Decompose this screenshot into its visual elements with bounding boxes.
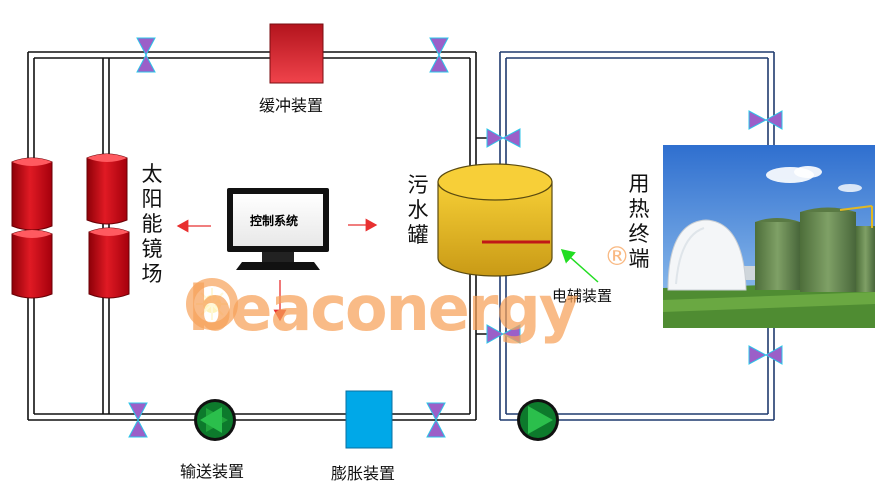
biogas-plant-photo: [663, 145, 875, 328]
pump-icon: [194, 399, 236, 441]
buffer-device: [269, 23, 324, 84]
control-label: 控制系统: [250, 214, 299, 228]
watermark-text: beaconergy: [188, 272, 579, 345]
tank-label: 污水罐: [407, 173, 429, 247]
heat-terminal-label: 用热终端: [628, 172, 650, 271]
transfer-label: 输送装置: [180, 462, 245, 481]
watermark-logo: [186, 278, 238, 330]
valve-icon: [128, 402, 148, 438]
monitor-icon: [227, 188, 329, 270]
valve-icon: [748, 110, 783, 130]
control-signal-arrows: [176, 218, 378, 322]
tank-icon: [437, 163, 553, 277]
expansion-device: [345, 390, 393, 449]
electric-aux-label: 电辅装置: [552, 287, 613, 305]
valve-icons: [128, 37, 783, 438]
valve-icon: [429, 37, 449, 73]
pump-icon: [517, 399, 559, 441]
valve-icon: [748, 345, 783, 365]
buffer-label: 缓冲装置: [259, 96, 324, 115]
watermark-registered-mark: ®: [604, 242, 630, 272]
valve-icon: [486, 128, 521, 148]
expansion-label: 膨胀装置: [331, 464, 396, 483]
solar-field-label: 太阳能镜场: [141, 162, 163, 286]
valve-icon: [136, 37, 156, 73]
valve-icon: [426, 402, 446, 438]
solar-mirror-icon: [11, 153, 130, 299]
electric-aux-arrow: [560, 249, 599, 283]
valve-icon: [486, 324, 521, 344]
